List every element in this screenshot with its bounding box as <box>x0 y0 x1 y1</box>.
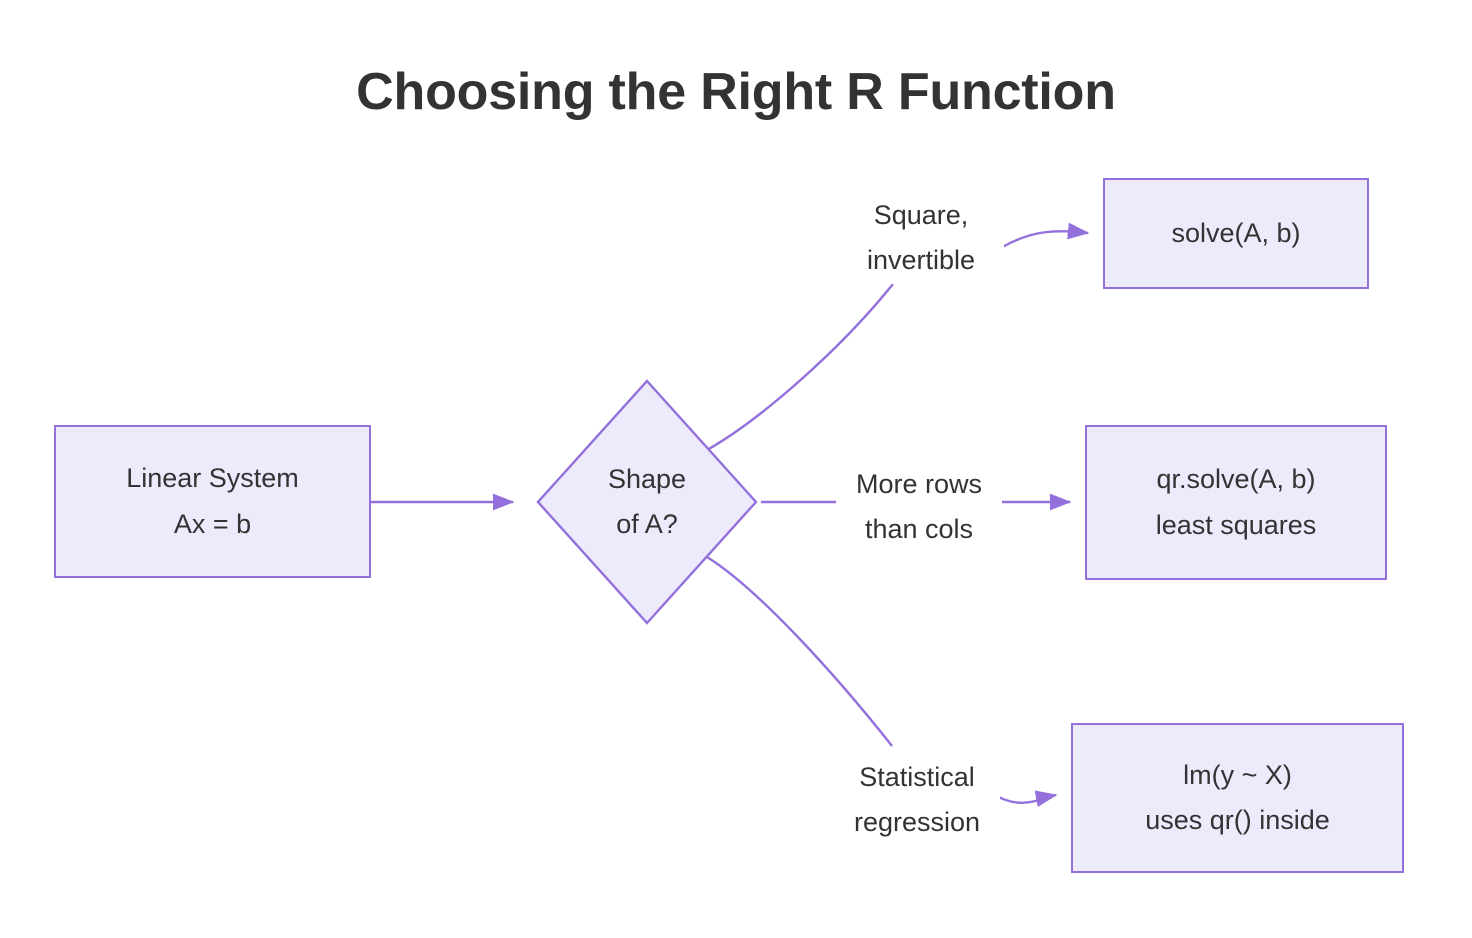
node-linear-system-line2: Ax = b <box>173 508 252 539</box>
edge-decision-to-solve-segment1 <box>706 283 894 452</box>
node-lm[interactable]: lm(y ~ X) uses qr() inside <box>1071 723 1404 873</box>
node-lm-line1: lm(y ~ X) <box>1183 759 1292 790</box>
node-qr-solve[interactable]: qr.solve(A, b) least squares <box>1085 425 1387 580</box>
node-linear-system[interactable]: Linear System Ax = b <box>54 425 371 578</box>
edge-decision-to-lm-segment2 <box>990 790 1058 807</box>
diamond-shape <box>536 379 758 625</box>
node-qr-solve-line1: qr.solve(A, b) <box>1156 464 1316 495</box>
edge-label-more-rows-line2: than cols <box>864 514 974 545</box>
edge-label-square-invertible-line1: Square, <box>873 200 969 230</box>
node-qr-solve-line2: least squares <box>1155 509 1317 540</box>
node-solve[interactable]: solve(A, b) <box>1103 178 1369 289</box>
edge-label-square-invertible: Square, invertible <box>838 193 1004 284</box>
edge-label-statistical-line1: Statistical <box>859 762 975 792</box>
edge-decision-to-solve-segment2 <box>992 222 1090 254</box>
page-title: Choosing the Right R Function <box>356 63 1116 121</box>
edge-label-statistical-line2: regression <box>853 807 981 838</box>
edge-decision-to-lm-segment1 <box>706 555 893 747</box>
node-solve-line1: solve(A, b) <box>1171 217 1301 248</box>
node-linear-system-line1: Linear System <box>126 463 299 494</box>
edge-label-more-rows-than-cols: More rows than cols <box>836 462 1002 553</box>
node-decision-shape-of-a[interactable]: Shape of A? <box>535 378 759 626</box>
edge-label-square-invertible-line2: invertible <box>866 245 976 276</box>
node-lm-line2: uses qr() inside <box>1145 805 1330 835</box>
edge-label-statistical-regression: Statistical regression <box>834 755 1000 846</box>
edge-label-more-rows-line1: More rows <box>855 469 983 499</box>
